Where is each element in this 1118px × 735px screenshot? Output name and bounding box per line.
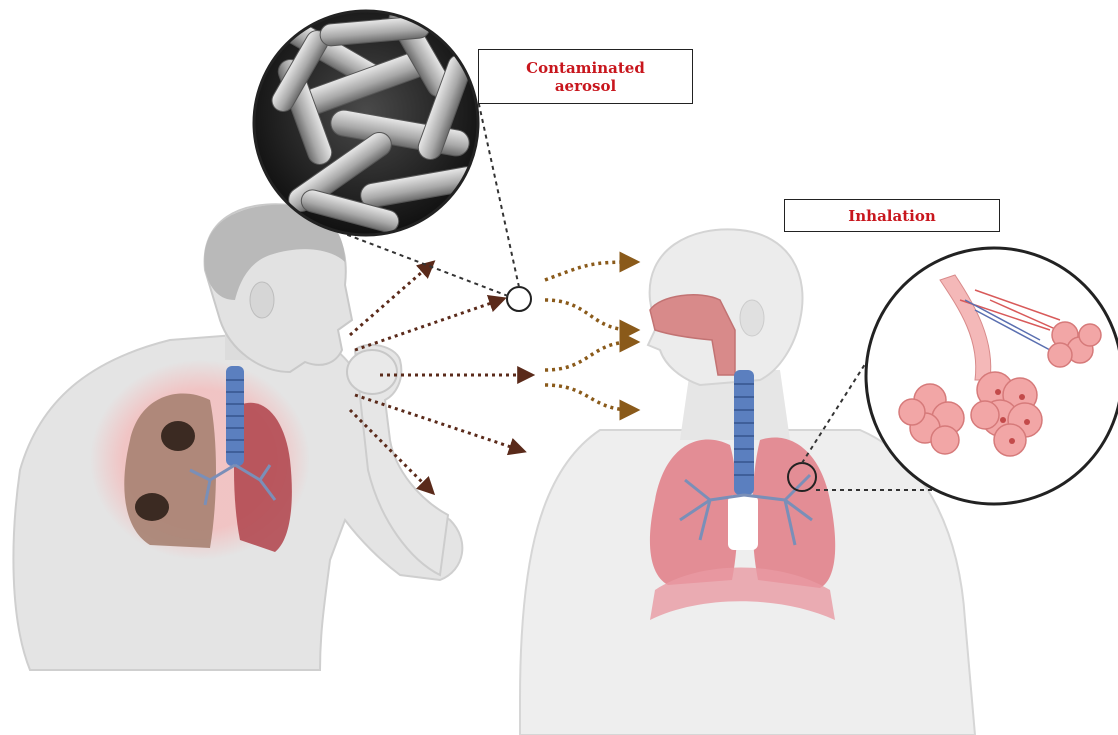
- inhale-arrow-1: [545, 262, 632, 280]
- inhale-arrow-3: [545, 342, 632, 370]
- inhale-arrow-2: [545, 300, 632, 330]
- cough-arrow-1: [350, 265, 430, 335]
- inhalation-label-text: Inhalation: [848, 207, 936, 225]
- infected-person: [13, 204, 462, 670]
- infected-lungs: [90, 360, 310, 560]
- lesion-upper: [161, 421, 195, 451]
- healthy-lungs: [650, 370, 835, 620]
- healthy-trachea: [734, 370, 754, 495]
- alveoli-image: [866, 248, 1118, 504]
- heart-area: [728, 495, 758, 550]
- contaminated-aerosol-label-line2: aerosol: [526, 77, 645, 95]
- inhale-arrow-4: [545, 385, 632, 410]
- inhalation-label: Inhalation: [784, 199, 1000, 232]
- callout-line-1: [478, 100, 519, 287]
- callout-line-2: [340, 232, 508, 296]
- aerosol-marker: [507, 287, 531, 311]
- contaminated-aerosol-label-line1: Contaminated: [526, 59, 645, 77]
- sem-bacteria-image: [254, 3, 481, 235]
- lesion-lower: [135, 493, 169, 521]
- contaminated-aerosol-label: Contaminated aerosol: [478, 49, 693, 104]
- cough-arrow-2: [355, 300, 500, 350]
- inhale-arrows: [545, 262, 632, 410]
